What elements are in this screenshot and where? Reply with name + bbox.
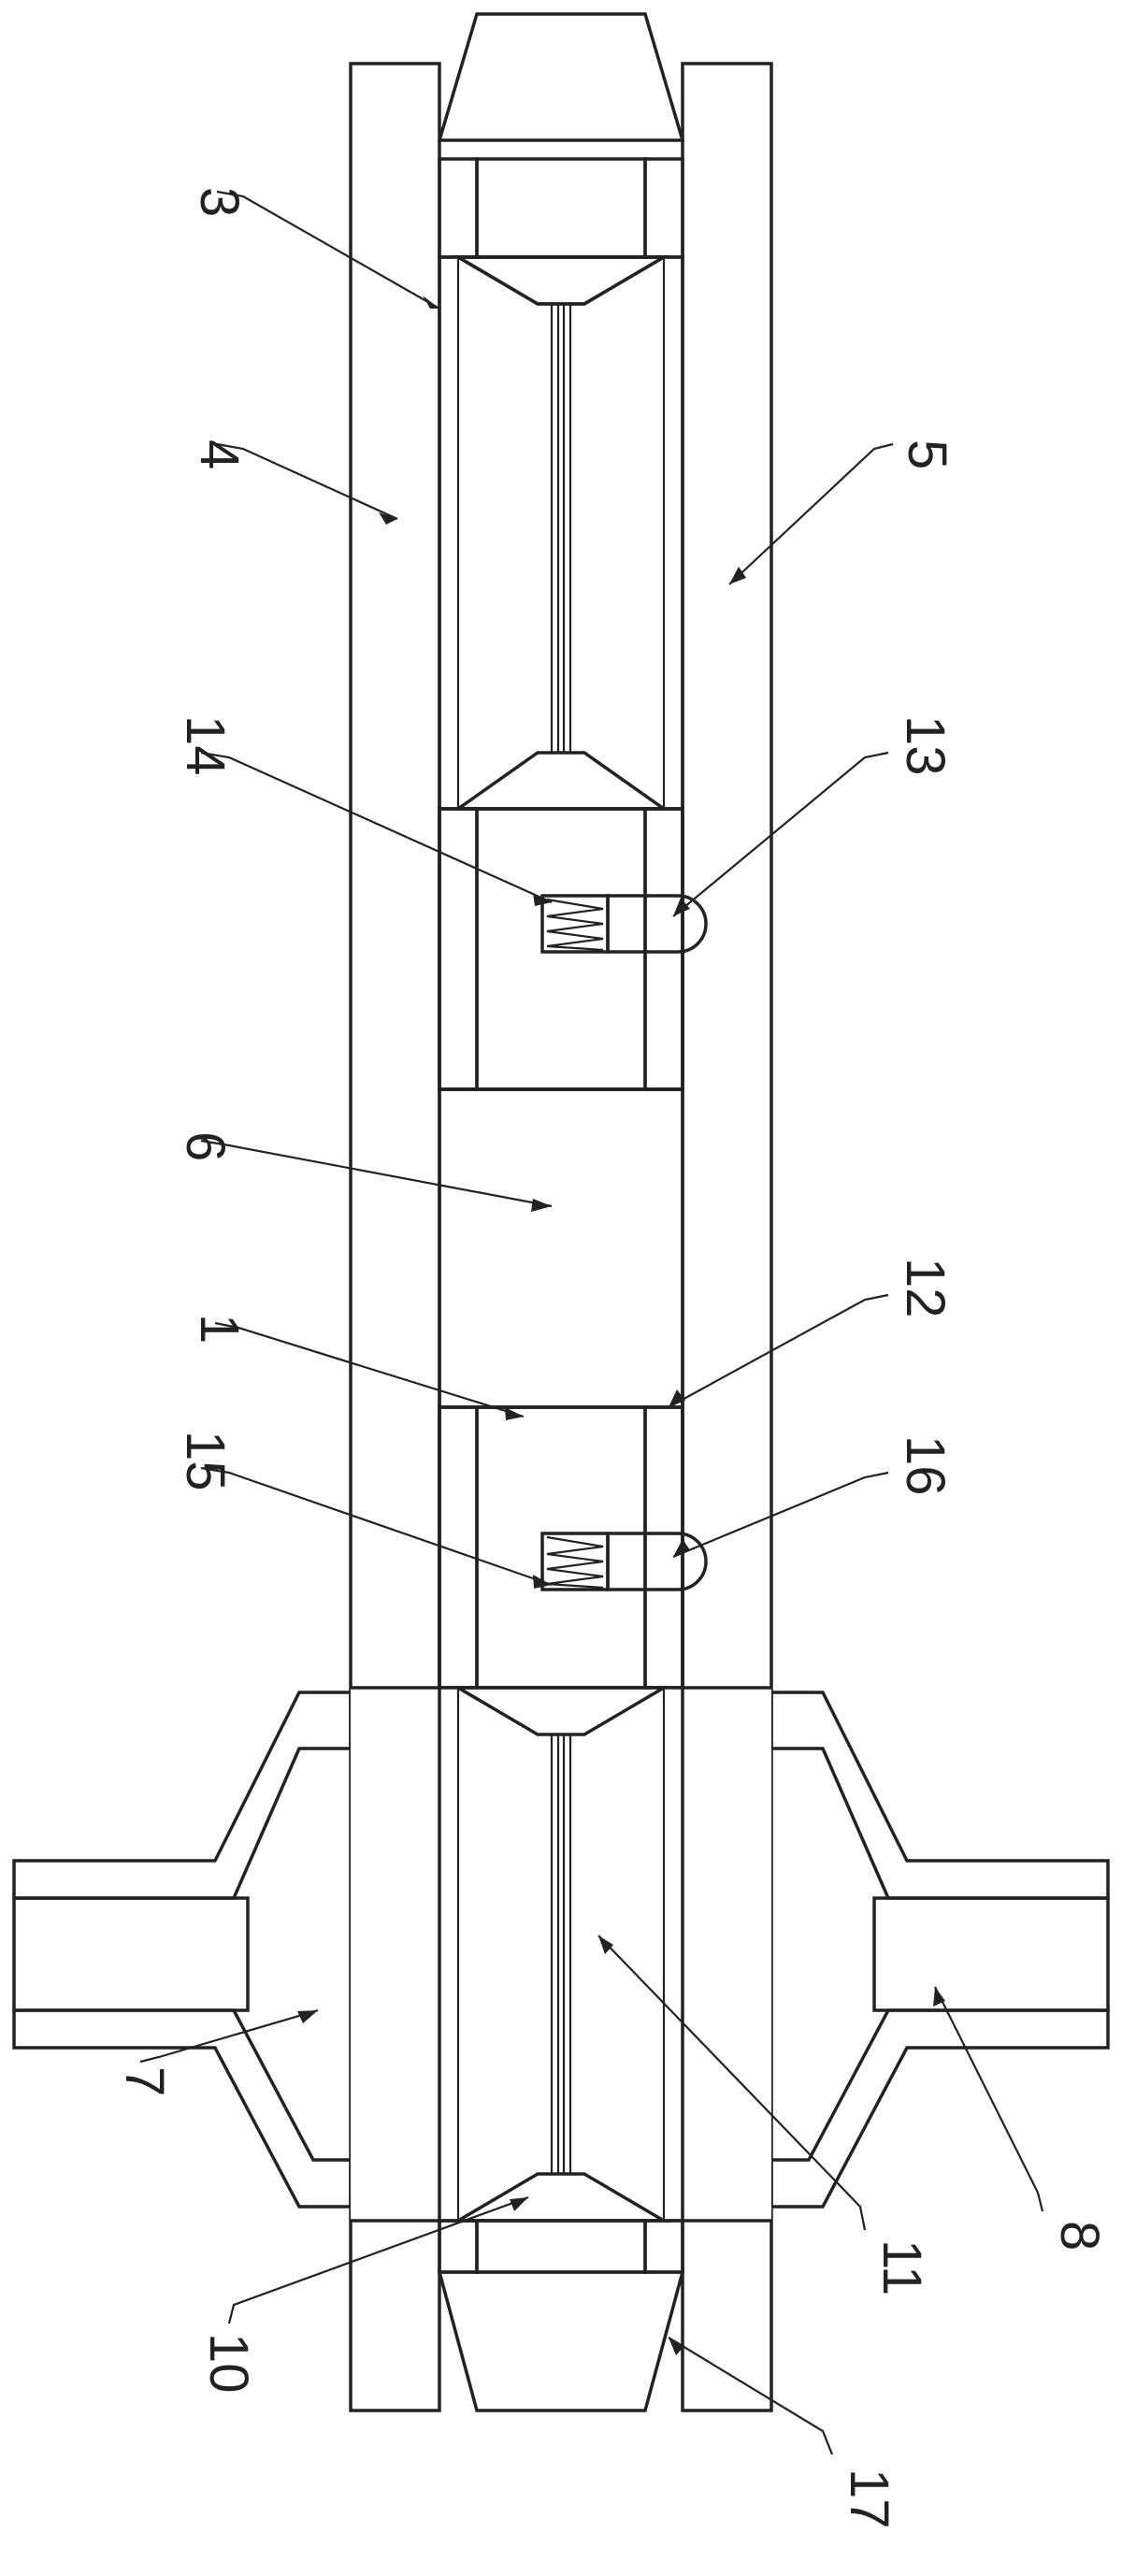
lower-cone-top [452,1686,670,1736]
lower-spring [546,1535,604,1590]
label-10: 10 [198,2333,259,2394]
bottom-seal-core [475,2219,647,2274]
arrow-heads [297,295,945,2355]
top-end-cap [437,12,685,142]
label-6: 6 [175,1131,236,1161]
leader-lines [139,190,1044,2455]
label-11: 11 [871,2239,932,2295]
right-port [872,1896,1110,2012]
upper-cone-top [452,255,670,306]
label-14: 14 [175,715,236,776]
left-port [12,1896,250,2012]
label-16: 16 [895,1435,956,1496]
label-3: 3 [189,187,250,217]
label-4: 4 [189,439,250,469]
label-12: 12 [895,1258,956,1318]
label-7: 7 [114,2066,175,2096]
label-1: 1 [189,1314,250,1344]
label-13: 13 [895,715,956,776]
reference-labels: 3 4 5 14 13 6 12 1 16 15 7 8 11 10 17 [114,187,1110,2529]
label-15: 15 [175,1431,236,1491]
label-5: 5 [897,439,957,469]
upper-spring [546,898,604,952]
label-17: 17 [839,2468,899,2529]
label-8: 8 [1049,2221,1110,2251]
lower-ball [606,1532,708,1591]
upper-ball [606,894,708,954]
lower-chamber-open [351,1688,771,2221]
